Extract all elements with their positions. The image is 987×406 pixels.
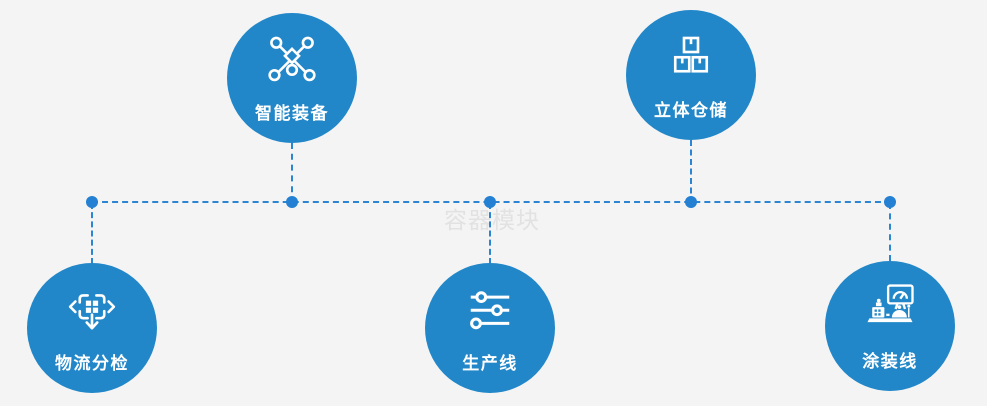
node-production-line: 生产线 (425, 263, 555, 393)
connector-vertical-line-coating (889, 203, 891, 261)
node-stereo-warehouse: 立体仓储 (626, 10, 756, 140)
connector-vertical-line-warehouse (690, 140, 692, 203)
node-coating-line: 涂装线 (825, 261, 955, 391)
junction-dot (884, 196, 896, 208)
connector-vertical-line-logistics (91, 203, 93, 264)
node-label: 立体仓储 (654, 101, 728, 121)
node-label: 物流分检 (55, 354, 129, 374)
stacked-boxes-icon (663, 31, 719, 87)
sliders-icon (462, 284, 518, 340)
control-station-icon (858, 279, 922, 339)
junction-dot (286, 196, 298, 208)
sort-distribute-arrows-icon (64, 284, 120, 340)
watermark-text: 容器模块 (444, 208, 540, 234)
node-label: 生产线 (462, 354, 518, 374)
junction-dot (685, 196, 697, 208)
node-label: 智能装备 (255, 104, 329, 124)
connector-vertical-line-equipment (291, 143, 293, 203)
junction-dot (86, 196, 98, 208)
node-logistics-sorting: 物流分检 (27, 263, 157, 393)
node-label: 涂装线 (862, 352, 918, 372)
connector-vertical-line-production (489, 203, 491, 264)
junction-dot (484, 196, 496, 208)
node-intelligent-equipment: 智能装备 (227, 13, 357, 143)
network-nodes-icon (264, 34, 320, 90)
